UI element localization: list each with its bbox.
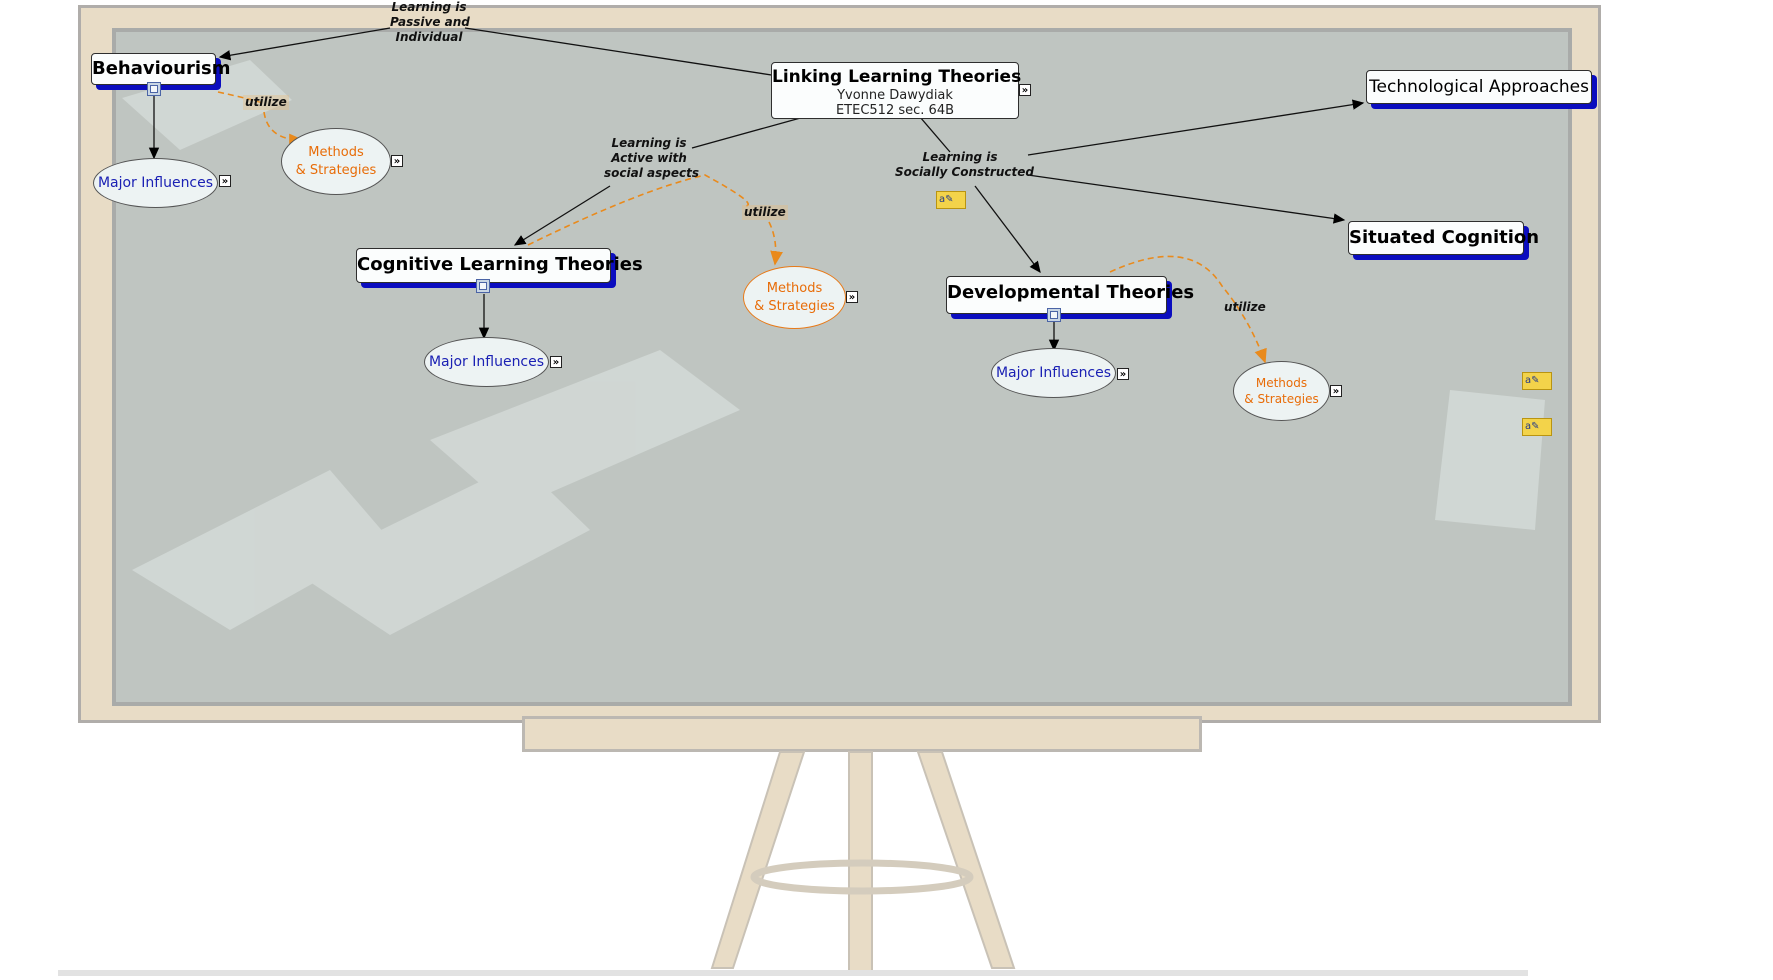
resource-icon[interactable]	[476, 279, 490, 293]
link-social-developmental	[974, 185, 1041, 274]
root-title: Linking Learning Theories	[772, 67, 1022, 87]
link-utilize-methods-1	[263, 111, 304, 147]
link-root-passive	[464, 27, 779, 77]
resource-icon[interactable]	[1047, 308, 1061, 322]
link-root-active	[691, 116, 805, 149]
behaviourism-major-influences[interactable]: Major Influences	[93, 158, 218, 208]
methods-line-1: Methods	[766, 280, 823, 296]
easel-ledge	[522, 716, 1202, 752]
link-label-active-3: social aspects	[604, 166, 699, 180]
behaviourism-node[interactable]: Behaviourism	[91, 53, 231, 85]
developmental-major-influences[interactable]: Major Influences	[991, 348, 1116, 398]
methods-line-2: & Strategies	[754, 298, 835, 314]
link-passive-behaviourism	[218, 27, 391, 61]
situated-node[interactable]: Situated Cognition	[1348, 221, 1540, 255]
situated-title: Situated Cognition	[1349, 227, 1540, 248]
easel-leg-right	[916, 751, 1016, 969]
methods-line-1: Methods	[308, 144, 364, 160]
expand-icon[interactable]: »	[1019, 84, 1031, 96]
link-active-cognitive	[513, 185, 611, 246]
developmental-node[interactable]: Developmental Theories	[946, 276, 1195, 314]
technological-node[interactable]: Technological Approaches	[1366, 70, 1592, 104]
cognitive-methods-strategies[interactable]: Methods & Strategies	[743, 266, 846, 329]
expand-icon[interactable]: »	[846, 291, 858, 303]
note-icon[interactable]: a✎	[1522, 372, 1552, 390]
easel-ring	[750, 859, 974, 895]
link-social-technological	[1027, 99, 1365, 156]
cognitive-title: Cognitive Learning Theories	[357, 254, 643, 275]
link-label-passive-2: Passive and	[390, 15, 470, 29]
easel-floor	[58, 970, 1528, 976]
link-utilize-methods-2	[768, 221, 783, 266]
link-label-passive: Learning is Passive and Individual	[390, 0, 470, 45]
link-developmental-methods	[1109, 255, 1267, 364]
methods-line-2: & Strategies	[295, 162, 377, 178]
root-course: ETEC512 sec. 64B	[835, 103, 955, 118]
technological-title: Technological Approaches	[1369, 77, 1589, 97]
link-label-active-2: Active with	[611, 151, 687, 165]
developmental-methods-strategies[interactable]: Methods & Strategies	[1233, 361, 1330, 421]
cognitive-major-influences[interactable]: Major Influences	[424, 337, 549, 387]
link-label-social-1: Learning is	[922, 150, 998, 164]
expand-icon[interactable]: »	[219, 175, 231, 187]
note-icon[interactable]: a✎	[936, 191, 966, 209]
root-node[interactable]: Linking Learning Theories Yvonne Dawydia…	[771, 62, 1022, 119]
methods-line-1: Methods	[1255, 376, 1308, 390]
link-label-social: Learning is Socially Constructed	[895, 150, 1034, 180]
link-social-situated	[1027, 174, 1346, 224]
expand-icon[interactable]: »	[1117, 368, 1129, 380]
utilize-label-3: utilize	[1224, 300, 1266, 314]
link-label-social-2: Socially Constructed	[895, 165, 1034, 179]
methods-line-2: & Strategies	[1244, 392, 1319, 406]
root-author: Yvonne Dawydiak	[837, 88, 953, 103]
developmental-title: Developmental Theories	[947, 282, 1195, 303]
easel-leg-left	[710, 751, 806, 969]
link-label-passive-1: Learning is	[391, 0, 467, 14]
paper-shapes	[122, 60, 1545, 635]
behaviourism-methods-strategies[interactable]: Methods & Strategies	[281, 128, 391, 195]
link-root-social	[919, 116, 951, 153]
behaviourism-title: Behaviourism	[92, 58, 231, 79]
expand-icon[interactable]: »	[391, 155, 403, 167]
link-label-active: Learning is Active with social aspects	[604, 136, 699, 181]
link-cognitive-utilize	[527, 174, 750, 246]
link-behaviourism-utilize	[217, 91, 263, 104]
cognitive-node[interactable]: Cognitive Learning Theories	[356, 248, 643, 283]
expand-icon[interactable]: »	[550, 356, 562, 368]
note-icon[interactable]: a✎	[1522, 418, 1552, 436]
link-label-active-1: Learning is	[611, 136, 687, 150]
link-label-passive-3: Individual	[395, 30, 463, 44]
utilize-label-1: utilize	[243, 95, 289, 110]
resource-icon[interactable]	[147, 82, 161, 96]
expand-icon[interactable]: »	[1330, 385, 1342, 397]
utilize-label-2: utilize	[742, 205, 788, 220]
